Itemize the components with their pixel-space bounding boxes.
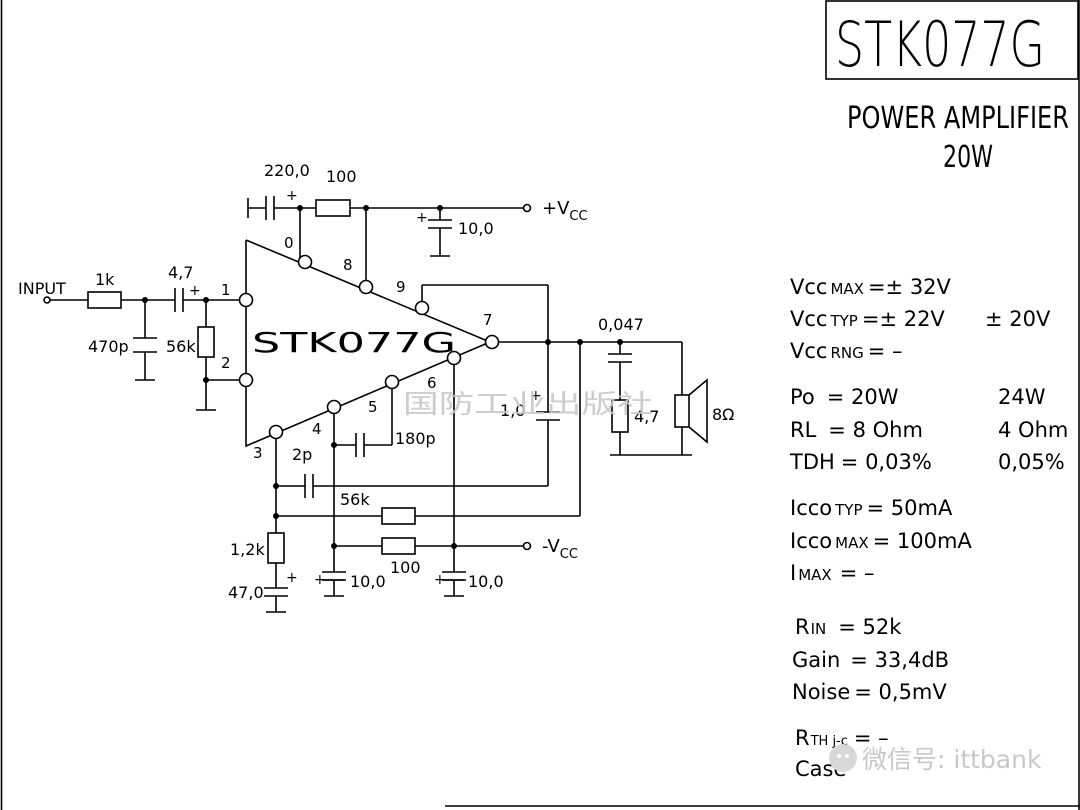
svg-text:+: + xyxy=(314,572,326,588)
pin-5: 5 xyxy=(368,398,378,416)
pin-2: 2 xyxy=(221,354,231,372)
pin-7: 7 xyxy=(483,311,493,329)
pin-1: 1 xyxy=(221,281,231,299)
resistors xyxy=(87,199,629,564)
vcc-pos-label: +VCC xyxy=(542,198,588,224)
component-labels: INPUT 1k 4,7 470p 56k 220,0 100 10,0 0,0… xyxy=(18,161,734,602)
label-c-220: 220,0 xyxy=(264,161,310,180)
label-r-1k: 1k xyxy=(95,270,115,289)
svg-text:+VCC: +VCC xyxy=(542,198,588,224)
spec-noise: Noise= 0,5mV xyxy=(792,680,947,704)
label-c-10-top: 10,0 xyxy=(458,219,494,238)
label-c-10-bot-b: 10,0 xyxy=(468,572,504,591)
spec-gain: Gain= 33,4dB xyxy=(792,648,949,672)
label-r-56k-in: 56k xyxy=(166,337,196,356)
input-label: INPUT xyxy=(18,279,66,298)
watermark-publisher: 国防工业出版社 xyxy=(403,390,653,420)
label-r-1-2k: 1,2k xyxy=(230,540,265,559)
spec-rl-alt: 4 Ohm xyxy=(998,418,1068,442)
svg-text:+: + xyxy=(416,210,428,226)
pin-0: 0 xyxy=(284,234,294,252)
label-speaker: 8Ω xyxy=(712,405,734,424)
capacitors: + + + + + + + xyxy=(133,188,632,597)
power-rating: 20W xyxy=(943,140,993,175)
pin-4: 4 xyxy=(312,420,322,438)
chip-label: STK077G xyxy=(252,326,456,359)
label-c-180p: 180p xyxy=(395,429,436,448)
spec-po: Po= 20W xyxy=(790,385,899,409)
svg-text:+: + xyxy=(286,188,298,204)
pin-6: 6 xyxy=(427,374,437,392)
spec-po-alt: 24W xyxy=(998,385,1046,409)
title-box-text: STK077G xyxy=(835,8,1045,81)
label-c-2p: 2p xyxy=(292,445,312,464)
vcc-neg-label: -VCC xyxy=(542,536,578,562)
wechat-icon xyxy=(829,744,857,772)
watermark-wechat: 微信号: ittbank xyxy=(829,744,1042,774)
spec-vcc-typ-alt: ± 20V xyxy=(985,307,1051,331)
spec-rl: RL= 8 Ohm xyxy=(790,418,923,442)
subtitle: POWER AMPLIFIER xyxy=(847,101,1069,136)
svg-text:+: + xyxy=(530,388,542,404)
ic-pins xyxy=(238,254,500,440)
label-c-0-047: 0,047 xyxy=(598,315,644,334)
svg-text:微信号: ittbank: 微信号: ittbank xyxy=(862,745,1042,774)
label-c-470p: 470p xyxy=(88,337,129,356)
label-r-4-7: 4,7 xyxy=(634,407,659,426)
spec-rin: RIN= 52k xyxy=(795,615,902,639)
label-c-1-0: 1,0 xyxy=(500,401,525,420)
svg-text:+: + xyxy=(434,572,446,588)
label-r-100-bot: 100 xyxy=(390,558,421,577)
label-c-10-bot-a: 10,0 xyxy=(350,572,386,591)
pin-3: 3 xyxy=(253,444,263,462)
terminals xyxy=(43,203,532,551)
speaker-icon xyxy=(674,378,708,444)
label-c-4-7: 4,7 xyxy=(168,263,193,282)
label-r-100-top: 100 xyxy=(326,167,357,186)
pin-numbers: 0 1 2 3 4 5 6 7 8 9 xyxy=(221,234,493,462)
svg-text:+: + xyxy=(286,570,298,586)
pin-9: 9 xyxy=(396,278,406,296)
label-c-47: 47,0 xyxy=(228,583,264,602)
spec-tdh: TDH= 0,03% xyxy=(789,450,932,474)
pin-8: 8 xyxy=(343,256,353,274)
svg-text:+: + xyxy=(189,283,201,299)
svg-text:-VCC: -VCC xyxy=(542,536,578,562)
label-r-56k-fb: 56k xyxy=(340,490,370,509)
junction-dots xyxy=(142,205,623,549)
spec-tdh-alt: 0,05% xyxy=(998,450,1065,474)
